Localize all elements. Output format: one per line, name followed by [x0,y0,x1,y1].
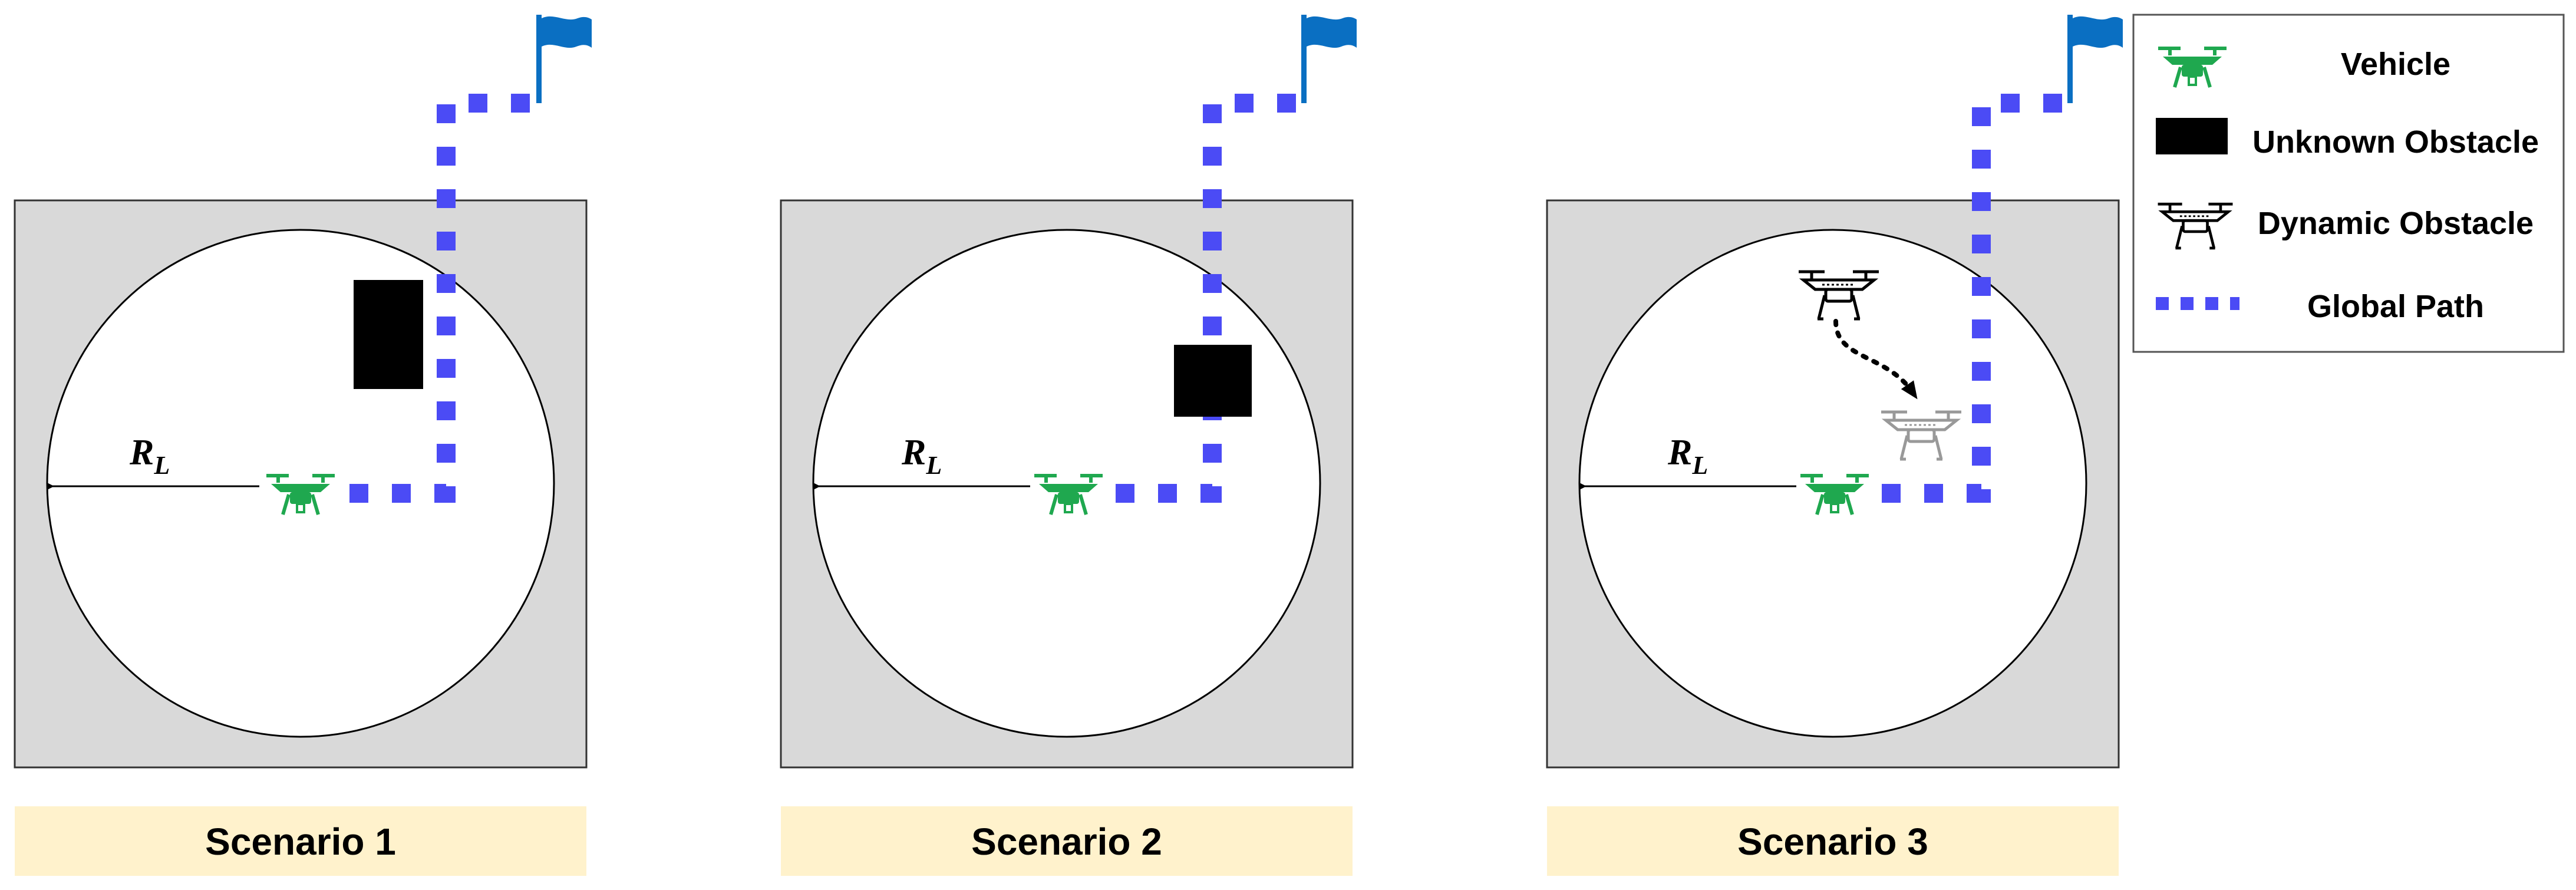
legend: Vehicle Unknown Obstacle Dynamic Obstacl… [2132,14,2565,353]
legend-item-vehicle: Vehicle [2158,47,2450,87]
scenario-3-panel: RL Scenario 3 [1546,15,2123,876]
scenario-label-box [1547,806,2119,876]
scenario-label-box [15,806,586,876]
legend-label: Dynamic Obstacle [2258,206,2534,241]
scenario-2-panel: RL Scenario 2 [780,15,1357,876]
black-box-icon [2156,118,2228,154]
unknown-obstacle [354,280,423,389]
global-path [349,94,536,503]
goal-flag-icon [536,15,592,103]
legend-item-global-path: Global Path [2156,289,2484,324]
sensing-range-circle [46,229,555,738]
legend-item-unknown-obstacle: Unknown Obstacle [2156,118,2539,160]
scenario-label: Scenario 1 [205,820,396,863]
scenario-1-panel: RL Scenario 1 [14,15,592,876]
legend-label: Global Path [2307,289,2484,324]
scenario-label: Scenario 3 [1737,820,1928,863]
obstacle-motion-arrow [1833,319,1918,400]
radius-label: RL [901,433,942,480]
legend-label: Vehicle [2341,47,2450,82]
sensing-range-circle [812,229,1321,738]
scenario-label: Scenario 2 [971,820,1162,863]
global-path [1882,94,2072,503]
radius-label: RL [1667,433,1708,480]
scenario-label-box [781,806,1353,876]
global-path [1116,94,1302,503]
goal-flag-icon [1301,15,1357,103]
sensing-range-circle [1578,229,2087,738]
legend-item-dynamic-obstacle: Dynamic Obstacle [2158,204,2534,248]
unknown-obstacle [1174,345,1252,417]
legend-label: Unknown Obstacle [2252,124,2539,160]
goal-flag-icon [2067,15,2123,103]
radius-label: RL [129,433,170,480]
